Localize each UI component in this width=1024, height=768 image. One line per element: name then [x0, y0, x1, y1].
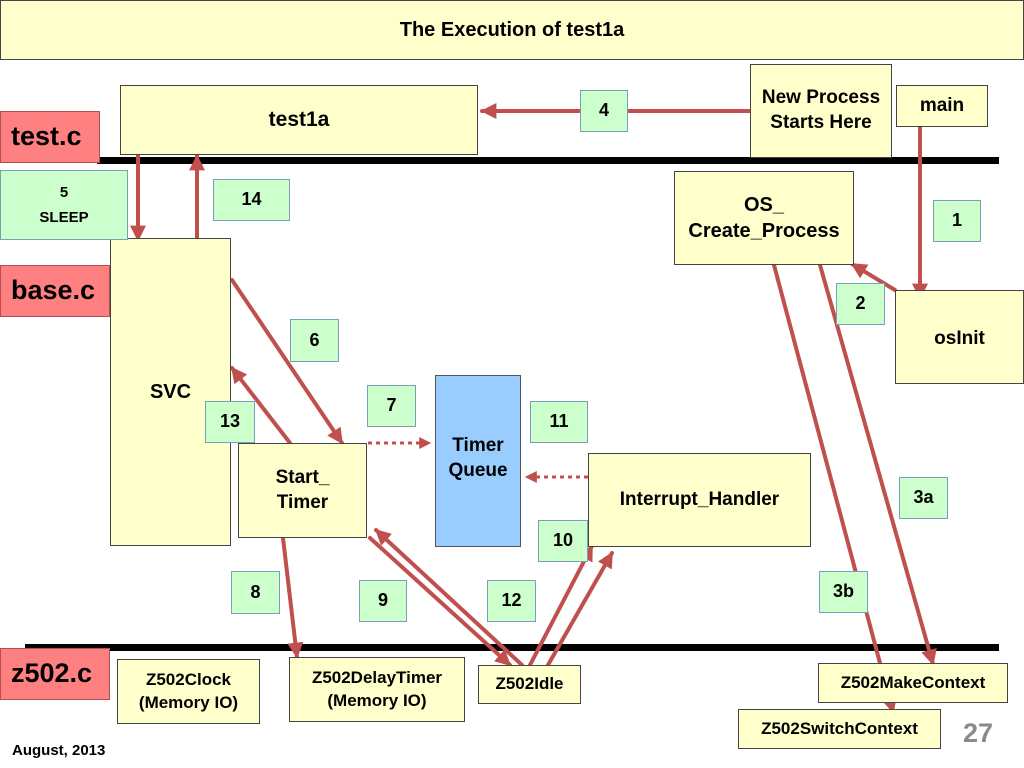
- box-interrupt-handler: Interrupt_Handler: [588, 453, 811, 547]
- step-2: 2: [836, 283, 885, 325]
- footer-date: August, 2013: [12, 742, 106, 759]
- step-11: 11: [530, 401, 588, 443]
- step-7: 7: [367, 385, 416, 427]
- box-timer-queue: Timer Queue: [435, 375, 521, 547]
- step-5-label: SLEEP: [39, 209, 89, 226]
- box-z502makecontext: Z502MakeContext: [818, 663, 1008, 703]
- step-13: 13: [205, 401, 255, 443]
- box-svc: SVC: [110, 238, 231, 546]
- step-5-sleep: 5 SLEEP: [0, 170, 128, 240]
- box-main: main: [896, 85, 988, 127]
- box-test1a: test1a: [120, 85, 478, 155]
- box-new-process: New Process Starts Here: [750, 64, 892, 158]
- slide-title: The Execution of test1a: [0, 0, 1024, 60]
- upper-divider: [97, 157, 999, 164]
- step-3b: 3b: [819, 571, 868, 613]
- step-12: 12: [487, 580, 536, 622]
- arrow-9: [368, 536, 512, 667]
- step-8: 8: [231, 571, 280, 614]
- arrow-3a: [818, 263, 937, 666]
- box-z502idle: Z502Idle: [478, 665, 581, 704]
- arrow-2: [850, 262, 897, 292]
- arrow-13: [230, 366, 292, 445]
- box-z502switchcontext: Z502SwitchContext: [738, 709, 941, 749]
- box-osinit: osInit: [895, 290, 1024, 384]
- step-9: 9: [359, 580, 407, 622]
- arrow-6: [230, 278, 344, 445]
- arrow-12: [374, 528, 524, 667]
- box-z502clock: Z502Clock (Memory IO): [117, 659, 260, 724]
- step-3a: 3a: [899, 477, 948, 519]
- step-6: 6: [290, 319, 339, 362]
- box-os-create-process: OS_ Create_Process: [674, 171, 854, 265]
- step-4: 4: [580, 90, 628, 132]
- section-z502-c: z502.c: [0, 648, 110, 700]
- section-base-c: base.c: [0, 265, 110, 317]
- box-z502delaytimer: Z502DelayTimer (Memory IO): [289, 657, 465, 722]
- lower-divider: [25, 644, 999, 651]
- arrow-8: [281, 536, 304, 659]
- arrow-10: [528, 544, 594, 667]
- page-number: 27: [963, 718, 994, 748]
- step-5-number: 5: [59, 183, 69, 201]
- step-1: 1: [933, 200, 981, 242]
- section-test-c: test.c: [0, 111, 100, 163]
- step-10: 10: [538, 520, 588, 562]
- arrow-3b: [772, 263, 898, 714]
- arrow-10b: [546, 551, 614, 667]
- step-14: 14: [213, 179, 290, 221]
- box-start-timer: Start_ Timer: [238, 443, 367, 538]
